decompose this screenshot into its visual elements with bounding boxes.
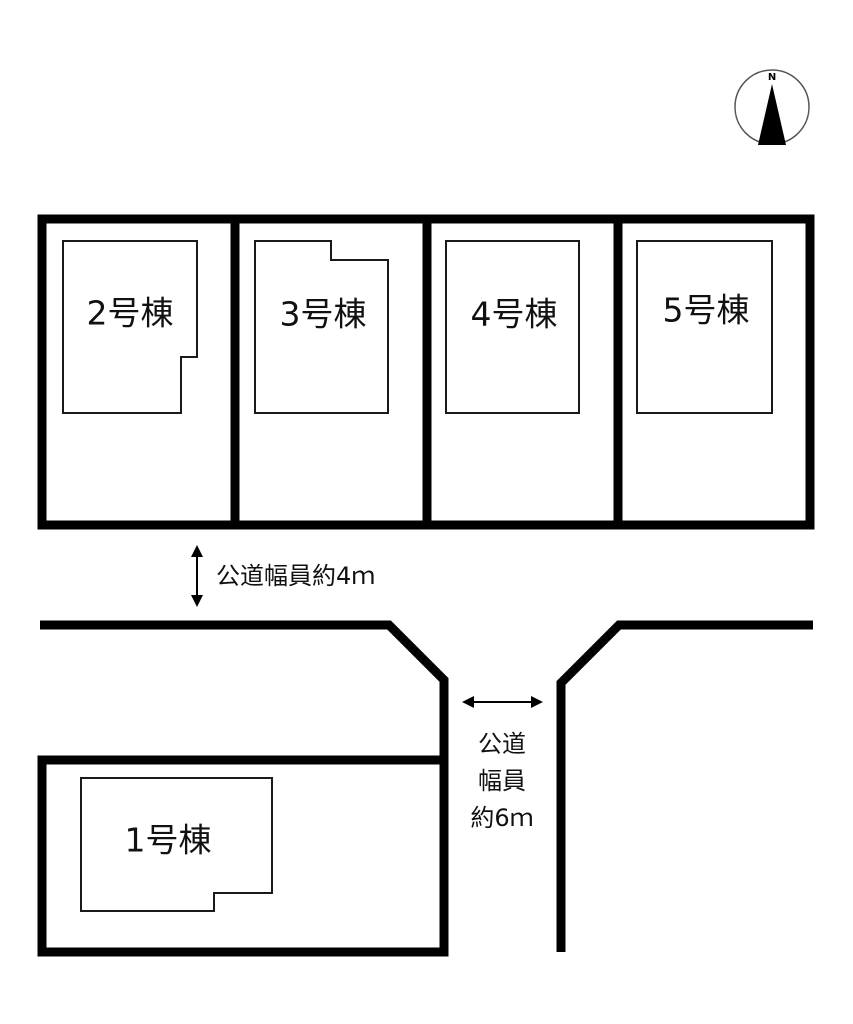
upper-lots: [37, 214, 815, 530]
lot-1: 1号棟: [37, 755, 449, 957]
road-edge-west: [40, 620, 449, 760]
building-1-label: 1号棟: [125, 821, 212, 860]
building-4-label: 4号棟: [471, 295, 558, 334]
building-4: 4号棟: [445, 240, 580, 414]
building-3-label: 3号棟: [280, 295, 367, 334]
building-2-label: 2号棟: [87, 294, 174, 333]
building-2: 2号棟: [62, 240, 198, 414]
building-3: 3号棟: [254, 240, 389, 414]
horizontal-road-dimension: 公道幅員約4ｍ: [191, 545, 375, 607]
north-letter: N: [768, 72, 776, 83]
building-1-footprint: [80, 777, 273, 912]
building-2-footprint: [62, 240, 198, 414]
arrow-left-icon: [462, 696, 474, 708]
road-edges: [40, 620, 813, 952]
building-5-footprint: [636, 240, 773, 414]
road-edge-east: [556, 620, 813, 952]
vertical-road-dimension: 公道 幅員 約6ｍ: [462, 696, 543, 832]
horizontal-road-width-label: 公道幅員約4ｍ: [216, 562, 375, 590]
arrow-up-icon: [191, 545, 203, 557]
arrow-right-icon: [531, 696, 543, 708]
north-arrow: [758, 84, 786, 145]
vertical-road-label-line3: 約6ｍ: [470, 804, 533, 832]
building-5-label: 5号棟: [663, 291, 750, 330]
north-compass-icon: N: [734, 69, 810, 145]
building-3-footprint: [254, 240, 389, 414]
vertical-road-label-line2: 幅員: [478, 767, 526, 795]
vertical-road-label-line1: 公道: [478, 730, 526, 758]
building-5: 5号棟: [636, 240, 773, 414]
building-4-footprint: [445, 240, 580, 414]
arrow-down-icon: [191, 595, 203, 607]
lot-1-boundary: [37, 755, 449, 957]
